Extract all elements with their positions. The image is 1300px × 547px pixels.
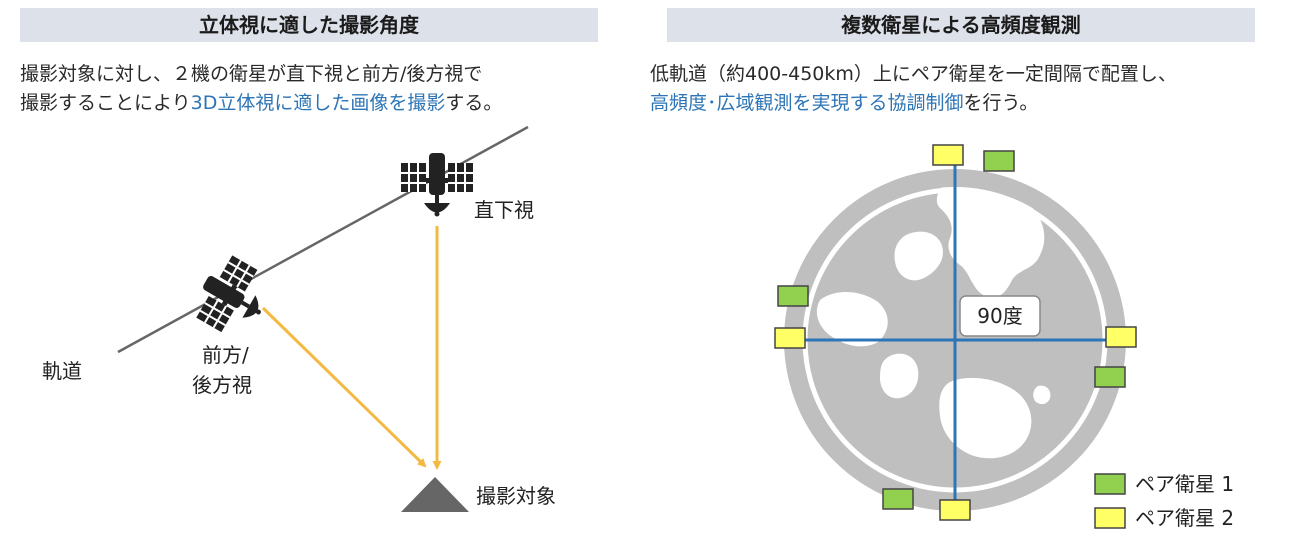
angle-label: 90度 [977,304,1022,328]
angle-label-box [959,295,1041,337]
orbit-label: 軌道 [42,359,82,383]
target-label: 撮影対象 [476,484,556,508]
nadir-label: 直下視 [474,198,534,222]
high-frequency-description: 低軌道（約400-450km）上にペア衛星を一定間隔で配置し、 高頻度･広域観測… [650,60,1177,118]
hf-desc-line2: 高頻度･広域観測を実現する協調制御を行う。 [650,89,1177,118]
stereo-angle-panel: 立体視に適した撮影角度 撮影対象に対し、２機の衛星が直下視と前方/後方視で 撮影… [0,0,640,547]
constellation-diagram: 90度 ペア衛星 1 ペア衛星 2 [774,144,1234,530]
legend-swatch-pair1 [1094,473,1126,495]
pair2-satellite-right [1105,326,1137,348]
stereo-angle-diagram: 軌道 直下視 前方/ 後方視 撮影対象 [42,125,556,512]
pair1-satellite-top [983,150,1015,172]
orbit-line [117,125,529,354]
nadir-satellite-icon [401,153,473,217]
pair2-satellite-bottom [939,499,971,521]
legend-label-pair1: ペア衛星 1 [1135,472,1234,496]
hf-desc-line1: 低軌道（約400-450km）上にペア衛星を一定間隔で配置し、 [650,63,1177,85]
forward-label-line2: 後方視 [192,373,252,397]
pair1-satellite-bottom [882,488,914,510]
target-marker [401,477,469,512]
pair2-satellite-top [932,144,964,166]
pair1-satellite-right [1094,366,1126,388]
pair2-satellite-left [774,327,806,349]
continents [816,172,1051,459]
forward-label-line1: 前方/ [202,343,249,367]
pair1-satellite-left [777,285,809,307]
stereo-desc-line2-pre: 撮影することにより [20,92,191,114]
hf-desc-highlight: 高頻度･広域観測を実現する協調制御 [650,92,964,114]
high-frequency-panel: 複数衛星による高頻度観測 低軌道（約400-450km）上にペア衛星を一定間隔で… [650,0,1300,547]
legend: ペア衛星 1 ペア衛星 2 [1094,472,1234,530]
hf-desc-line2-post: を行う。 [963,92,1039,114]
forward-sight-line [261,306,427,468]
legend-label-pair2: ペア衛星 2 [1135,506,1234,530]
legend-swatch-pair2 [1094,507,1126,529]
stereo-angle-description: 撮影対象に対し、２機の衛星が直下視と前方/後方視で 撮影することにより3D立体視… [20,60,502,118]
stereo-desc-line2-post: する。 [445,92,503,114]
stereo-desc-line2: 撮影することにより3D立体視に適した画像を撮影する。 [20,89,502,118]
forward-satellite-icon [196,255,261,333]
stereo-angle-title: 立体視に適した撮影角度 [20,8,598,42]
stereo-desc-line1: 撮影対象に対し、２機の衛星が直下視と前方/後方視で [20,63,483,85]
high-frequency-title: 複数衛星による高頻度観測 [667,8,1255,42]
stereo-desc-highlight: 3D立体視に適した画像を撮影 [190,92,446,114]
